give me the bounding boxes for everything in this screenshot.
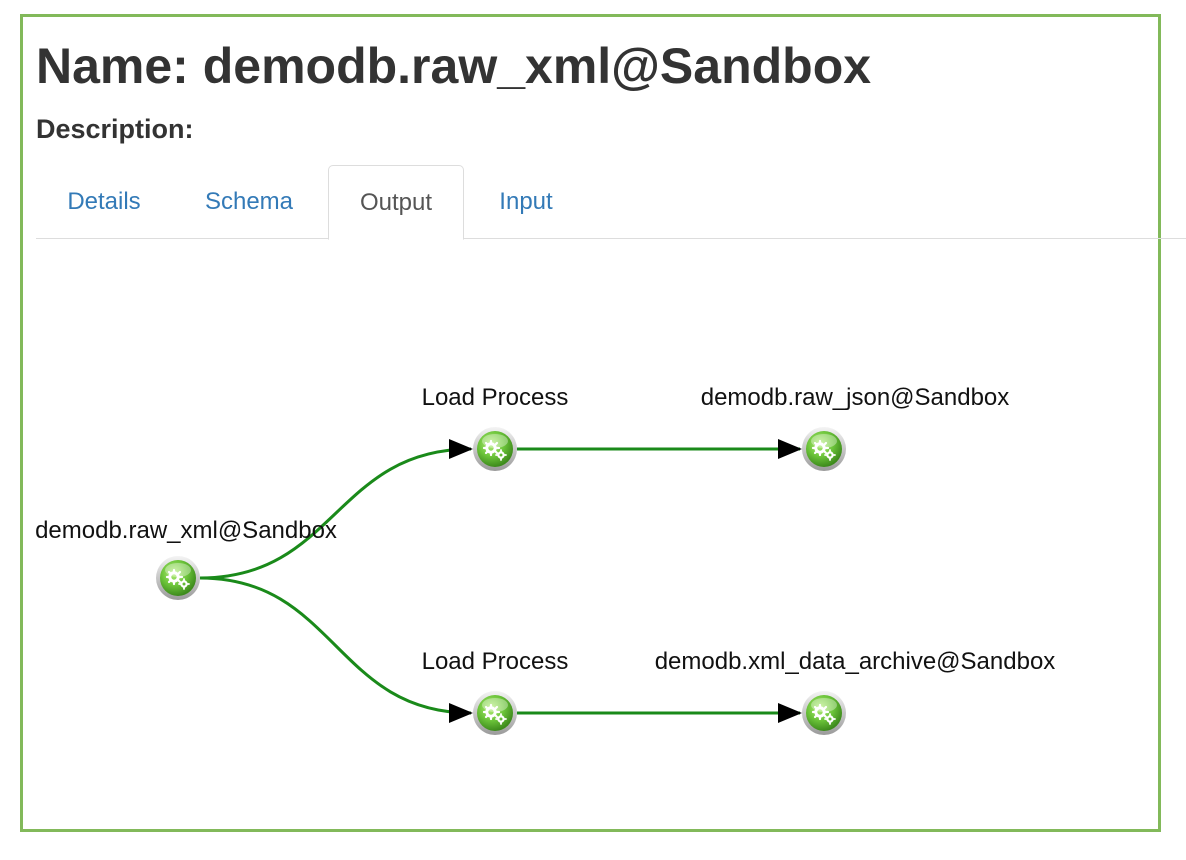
lineage-edge bbox=[199, 576, 472, 715]
node-label: Load Process bbox=[422, 384, 569, 411]
entity-panel-frame bbox=[20, 14, 1161, 832]
arrowhead bbox=[449, 439, 473, 459]
arrowhead bbox=[449, 703, 473, 723]
lineage-edge bbox=[199, 447, 472, 580]
lineage-node-target-archive[interactable]: demodb.xml_data_archive@Sandbox bbox=[655, 648, 1056, 737]
description-label: Description: bbox=[36, 114, 194, 144]
gears-icon[interactable] bbox=[471, 689, 519, 737]
edges-layer bbox=[199, 439, 802, 723]
tab-schema[interactable]: Schema bbox=[204, 188, 294, 215]
lineage-node-source[interactable]: demodb.raw_xml@Sandbox bbox=[36, 517, 337, 602]
tab-output[interactable]: Output bbox=[328, 165, 464, 240]
node-label: demodb.xml_data_archive@Sandbox bbox=[655, 648, 1056, 675]
gears-icon[interactable] bbox=[800, 689, 848, 737]
arrowhead bbox=[778, 703, 802, 723]
lineage-node-process-top[interactable]: Load Process bbox=[422, 384, 569, 473]
page-title: Name: demodb.raw_xml@Sandbox bbox=[36, 38, 872, 94]
gears-icon[interactable] bbox=[471, 425, 519, 473]
arrowhead bbox=[778, 439, 802, 459]
gears-icon[interactable] bbox=[800, 425, 848, 473]
node-label: Load Process bbox=[422, 648, 569, 675]
node-label: demodb.raw_xml@Sandbox bbox=[36, 517, 337, 544]
lineage-node-process-bottom[interactable]: Load Process bbox=[422, 648, 569, 737]
node-label: demodb.raw_json@Sandbox bbox=[701, 384, 1010, 411]
tab-details[interactable]: Details bbox=[67, 188, 141, 215]
gears-icon[interactable] bbox=[154, 554, 202, 602]
tabs-divider bbox=[36, 238, 1186, 239]
tab-input[interactable]: Input bbox=[499, 188, 553, 215]
lineage-node-target-json[interactable]: demodb.raw_json@Sandbox bbox=[701, 384, 1010, 473]
